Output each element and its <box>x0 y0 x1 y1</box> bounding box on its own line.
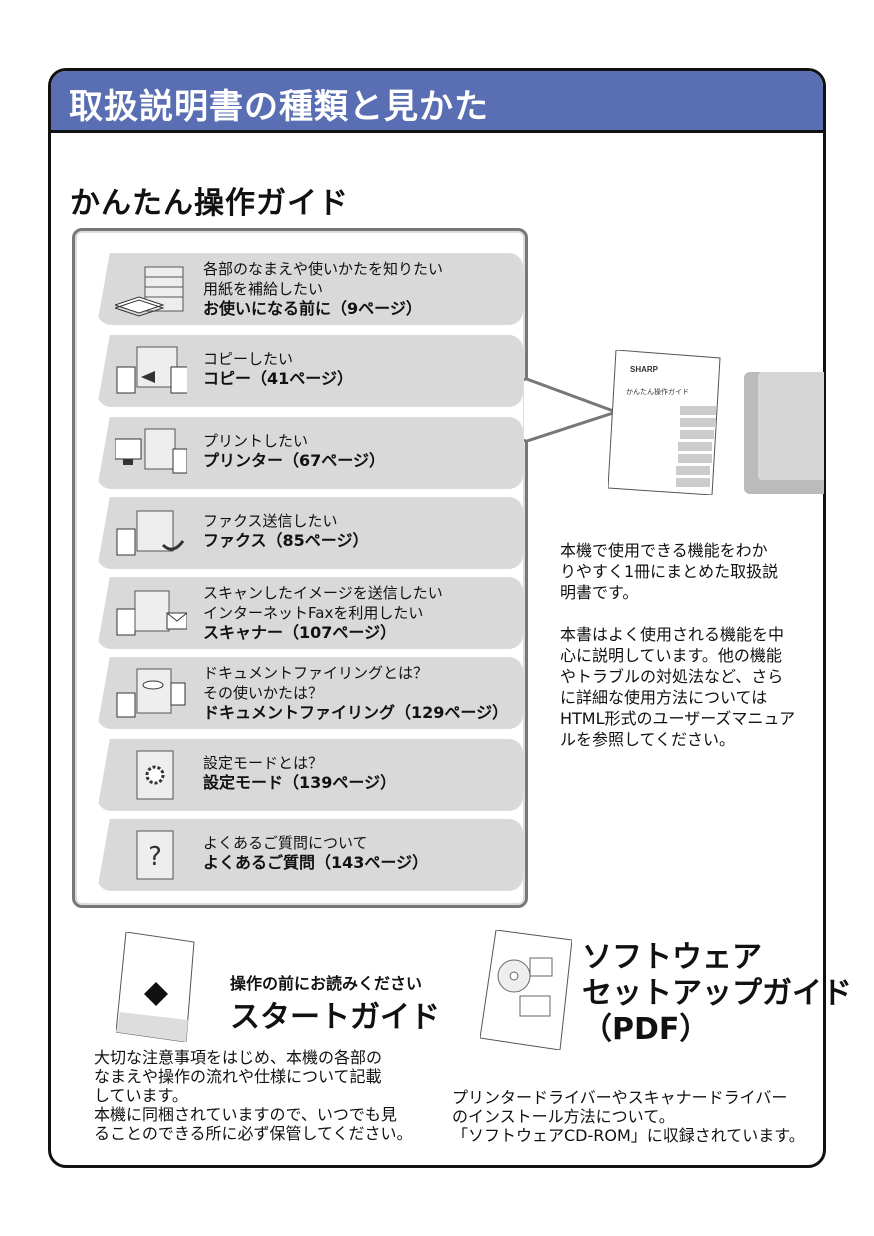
callout-pointer <box>524 378 616 442</box>
menu-line1: 設定モードとは？ <box>203 754 324 772</box>
menu-link[interactable]: コピー（41ページ） <box>203 369 353 388</box>
page-header: 取扱説明書の種類と見かた <box>51 71 823 133</box>
start-guide-description: 大切な注意事項をはじめ、本機の各部のなまえや操作の流れや仕様について記載していま… <box>94 1048 413 1143</box>
software-guide-description: プリンタードライバーやスキャナードライバーのインストール方法について。「ソフトウ… <box>452 1088 805 1145</box>
machine-paper-icon <box>115 261 187 319</box>
page-title: 取扱説明書の種類と見かた <box>69 87 489 127</box>
menu-line1: プリントしたい <box>203 432 309 450</box>
software-guide-title: ソフトウェアセットアップガイド（PDF） <box>582 940 852 1047</box>
menu-line1: よくあるご質問について <box>203 834 368 852</box>
start-guide-book-image <box>116 932 196 1042</box>
manual-brand: SHARP <box>630 365 659 374</box>
scanner-icon <box>115 585 187 643</box>
menu-line2: インターネットFaxを利用したい <box>203 604 424 622</box>
printer-icon <box>115 425 187 483</box>
fax-icon <box>115 505 187 563</box>
document-filing-icon <box>115 665 187 723</box>
side-book-image <box>744 372 824 494</box>
menu-item-printer[interactable]: プリントしたいプリンター（67ページ） <box>97 417 523 489</box>
menu-item-faq[interactable]: ? よくあるご質問についてよくあるご質問（143ページ） <box>97 819 523 891</box>
svg-text:?: ? <box>148 842 162 872</box>
menu-item-fax[interactable]: ファクス送信したいファクス（85ページ） <box>97 497 523 569</box>
menu-line2: 用紙を補給したい <box>203 280 324 298</box>
menu-link[interactable]: ファクス（85ページ） <box>203 531 369 550</box>
menu-link[interactable]: プリンター（67ページ） <box>203 451 385 470</box>
menu-link[interactable]: 設定モード（139ページ） <box>203 773 397 792</box>
menu-link[interactable]: お使いになる前に（9ページ） <box>203 299 422 318</box>
menu-link[interactable]: よくあるご質問（143ページ） <box>203 853 429 872</box>
question-icon: ? <box>115 827 187 885</box>
menu-line1: スキャンしたイメージを送信したい <box>203 584 443 602</box>
menu-line1: 各部のなまえや使いかたを知りたい <box>203 260 444 278</box>
start-guide-title: スタートガイド <box>230 1000 440 1035</box>
guide-description-2: 本書はよく使用される機能を中心に説明しています。他の機能やトラブルの対処法など、… <box>560 625 796 749</box>
menu-line1: ファクス送信したい <box>203 512 338 530</box>
settings-icon <box>115 747 187 805</box>
copy-icon <box>115 343 187 401</box>
menu-item-scanner[interactable]: スキャンしたイメージを送信したいインターネットFaxを利用したいスキャナー（10… <box>97 577 523 649</box>
menu-link[interactable]: ドキュメントファイリング（129ページ） <box>203 703 509 722</box>
menu-item-copy[interactable]: コピーしたいコピー（41ページ） <box>97 335 523 407</box>
menu-line2: その使いかたは？ <box>203 684 324 702</box>
quick-guide-menu: 各部のなまえや使いかたを知りたい用紙を補給したいお使いになる前に（9ページ） コ… <box>72 228 528 908</box>
start-guide-subtitle: 操作の前にお読みください <box>230 974 423 993</box>
menu-link[interactable]: スキャナー（107ページ） <box>203 623 397 642</box>
menu-line1: コピーしたい <box>203 350 294 368</box>
quick-guide-manual-image: SHARP かんたん操作ガイド <box>608 350 728 495</box>
manual-cover-title: かんたん操作ガイド <box>626 387 689 396</box>
section-title: かんたん操作ガイド <box>70 186 349 221</box>
menu-line1: ドキュメントファイリングとは？ <box>203 664 429 682</box>
menu-item-settings[interactable]: 設定モードとは？設定モード（139ページ） <box>97 739 523 811</box>
menu-item-before-use[interactable]: 各部のなまえや使いかたを知りたい用紙を補給したいお使いになる前に（9ページ） <box>97 253 523 325</box>
software-guide-image <box>480 930 572 1050</box>
menu-item-document-filing[interactable]: ドキュメントファイリングとは？ その使いかたは？ドキュメントファイリング（129ペ… <box>97 657 523 729</box>
guide-description-1: 本機で使用できる機能をわかりやすく1冊にまとめた取扱説明書です。 <box>560 541 779 602</box>
